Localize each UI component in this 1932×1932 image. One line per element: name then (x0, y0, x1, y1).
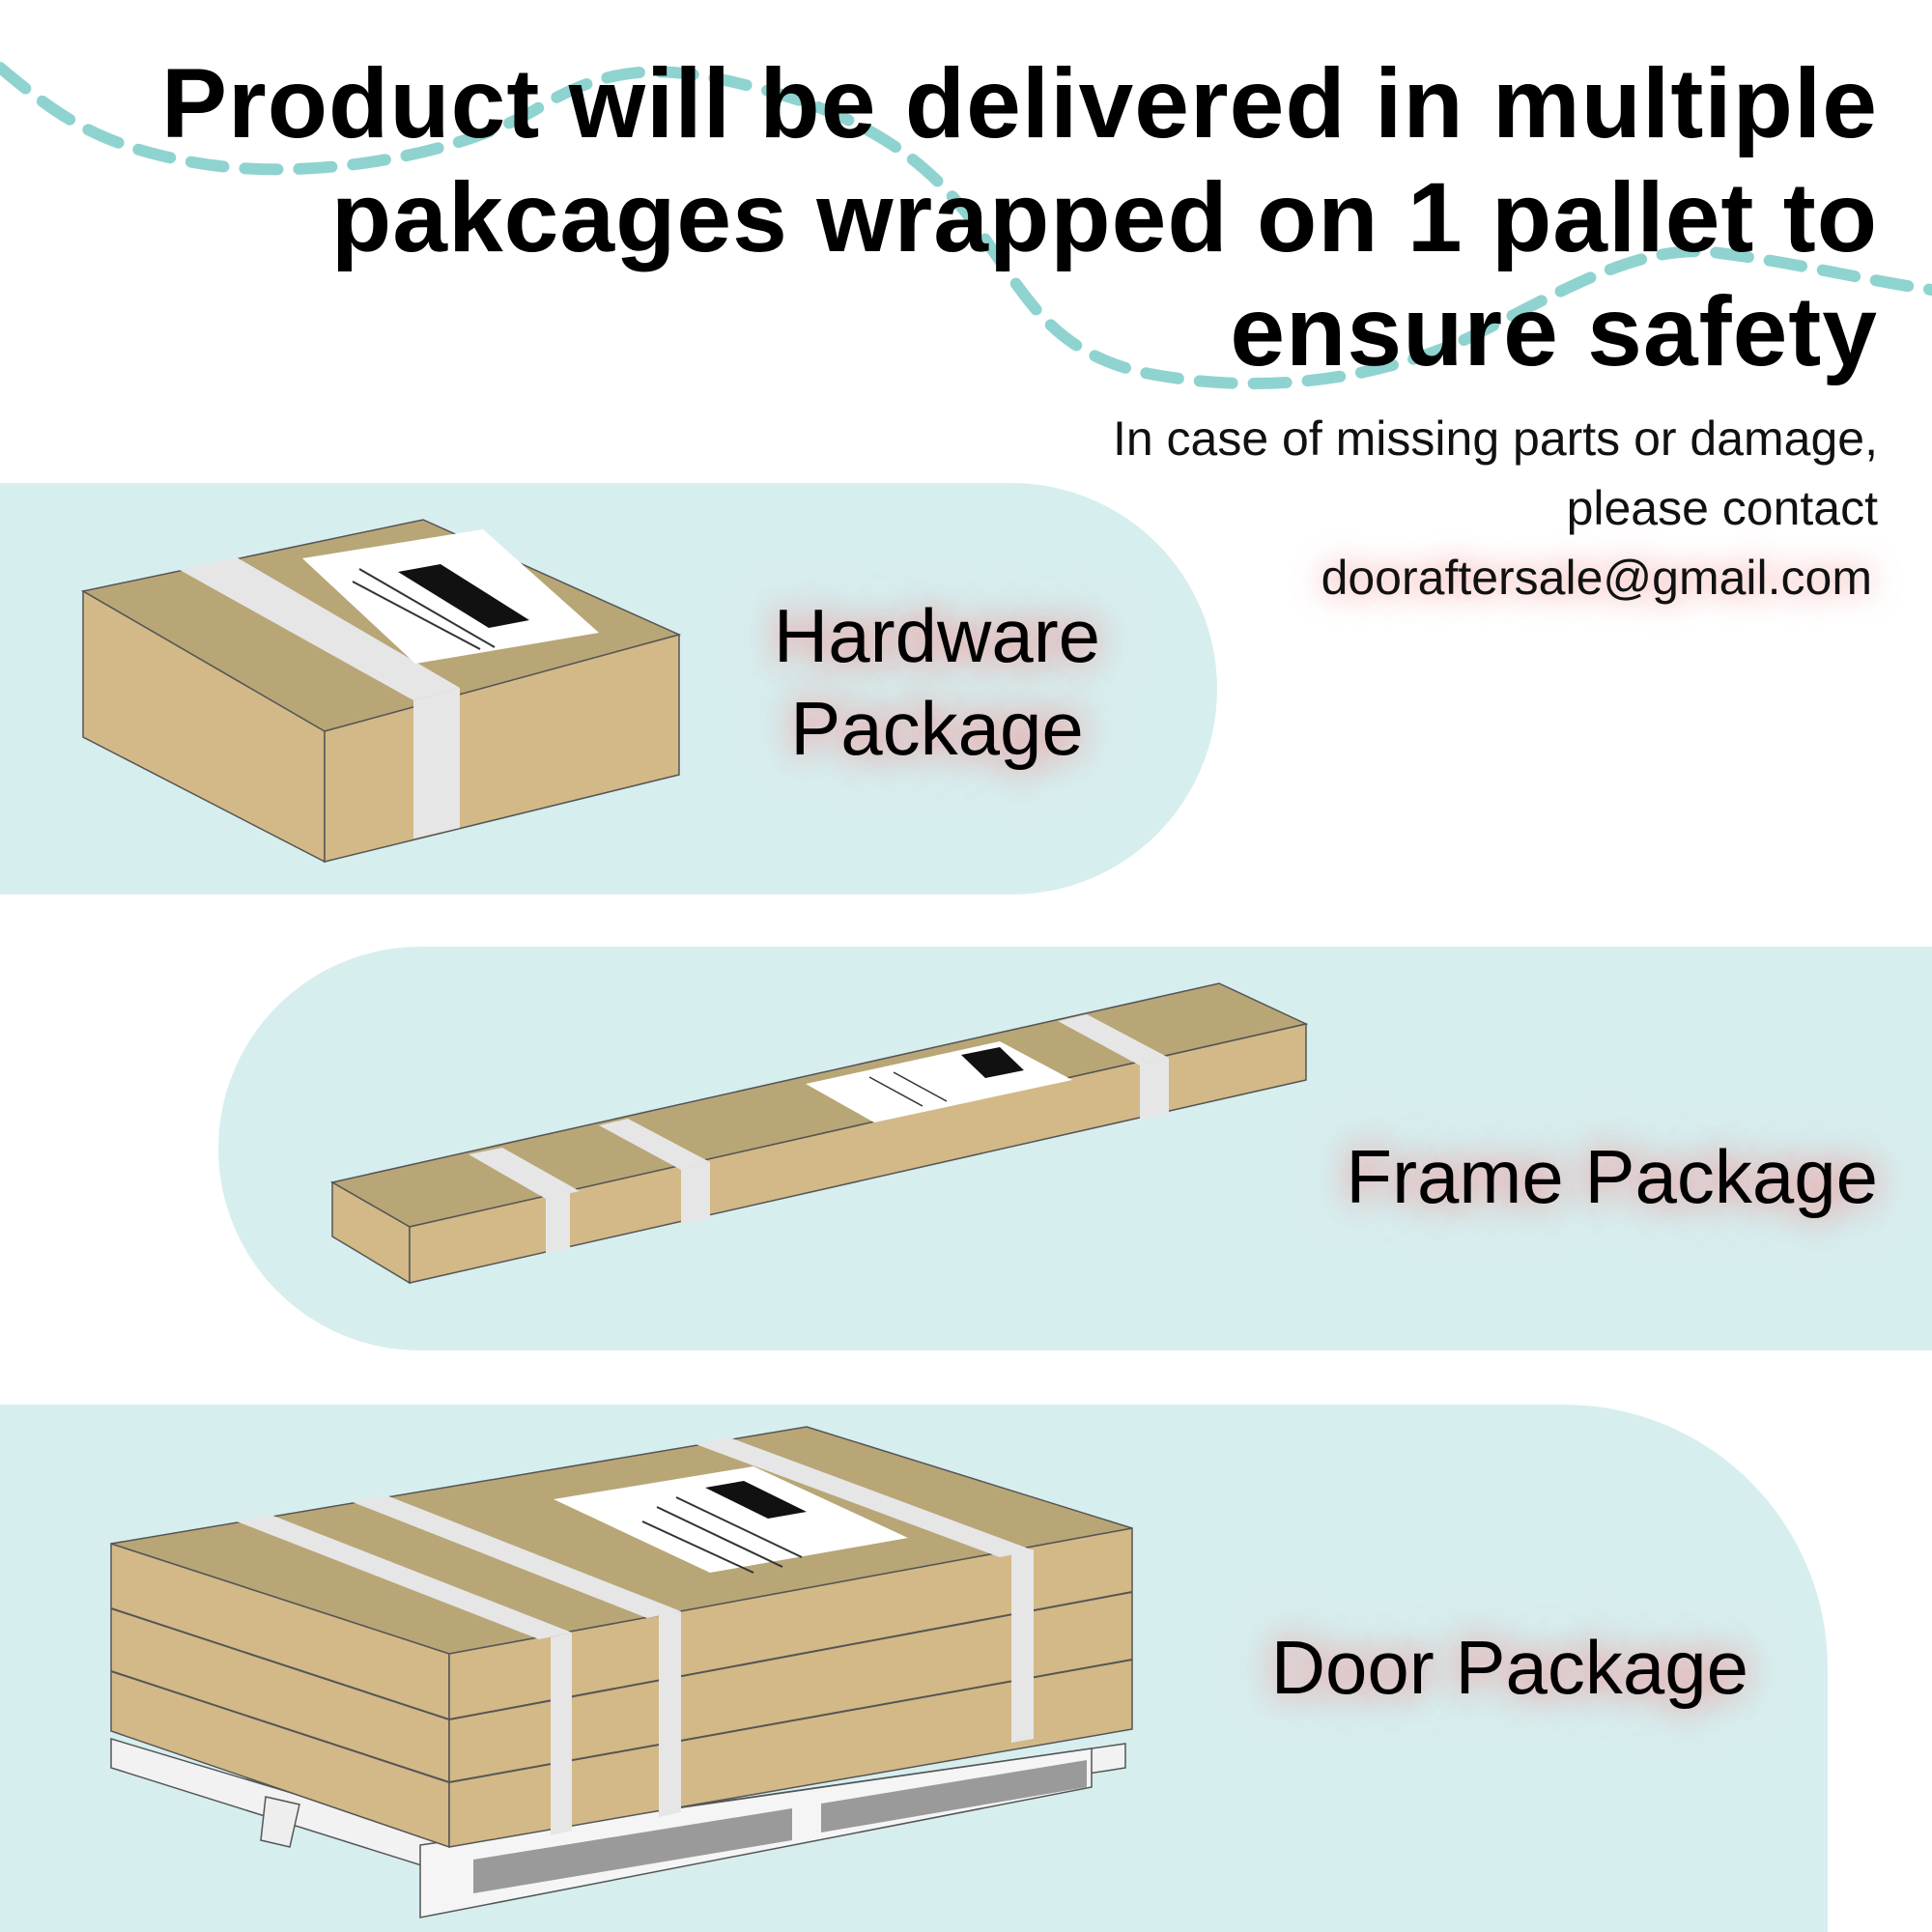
hardware-box-front (324, 634, 680, 863)
frame-tape-3-top (1058, 1014, 1169, 1065)
door-tape-1-front (551, 1633, 572, 1835)
door-label-line-1 (656, 1506, 783, 1568)
hardware-label-line-1: Hardware (773, 593, 1101, 678)
door-shipping-label (554, 1466, 908, 1573)
headline-line-2: pakcages wrapped on 1 pallet to (330, 162, 1878, 272)
frame-label-line-2 (893, 1071, 948, 1102)
hardware-tape-top (180, 557, 460, 700)
hardware-barcode (398, 564, 529, 628)
headline-line-3: ensure safety (1230, 276, 1878, 386)
dashed-wave-decoration (0, 62, 1932, 390)
door-tape-1-top (237, 1515, 572, 1639)
pallet-leg-left (260, 1796, 300, 1848)
door-package-illustration (110, 1426, 1133, 1918)
frame-barcode (961, 1047, 1024, 1078)
door-tape-2-top (353, 1495, 681, 1618)
door-label-line-3 (675, 1496, 803, 1558)
door-tape-2-front (659, 1611, 681, 1817)
frame-tape-1-front (546, 1193, 570, 1254)
headline-line-1: Product will be delivered in multiple (161, 48, 1878, 158)
contact-line-2: please contact (1566, 481, 1878, 535)
pallet-slot-1 (473, 1808, 792, 1893)
frame-tape-3-front (1140, 1058, 1169, 1121)
hardware-box-illustration (80, 519, 682, 864)
frame-package-label: Frame Package (1346, 1134, 1878, 1219)
frame-tape-2-front (681, 1162, 710, 1225)
contact-info: In case of missing parts or damage, plea… (815, 404, 1878, 612)
hardware-package-label: Hardware Package (715, 589, 1159, 775)
hardware-label-line-2: Package (790, 686, 1084, 771)
contact-line-1: In case of missing parts or damage, (1112, 412, 1878, 466)
door-barcode (705, 1481, 807, 1519)
door-tape-3-front (1011, 1549, 1034, 1743)
hardware-tape-front (413, 688, 460, 838)
pallet-slot-2 (821, 1760, 1087, 1833)
frame-tape-2-top (599, 1119, 710, 1170)
door-package-label: Door Package (1270, 1625, 1748, 1710)
hardware-label-line-1 (358, 568, 496, 648)
frame-tape-1-top (469, 1148, 580, 1199)
door-label-line-2 (641, 1520, 754, 1574)
door-tape-3-top (696, 1437, 1034, 1557)
door-box-front (448, 1527, 1133, 1848)
door-layer-line-3 (110, 1670, 450, 1783)
contact-email: dooraftersale@gmail.com (1321, 551, 1872, 605)
hardware-label-line-2 (352, 581, 481, 650)
page-headline: Product will be delivered in multiple pa… (43, 46, 1878, 388)
frame-box-illustration (329, 982, 1309, 1285)
door-layer-line-1 (110, 1607, 450, 1720)
frame-label-line-1 (868, 1076, 923, 1107)
